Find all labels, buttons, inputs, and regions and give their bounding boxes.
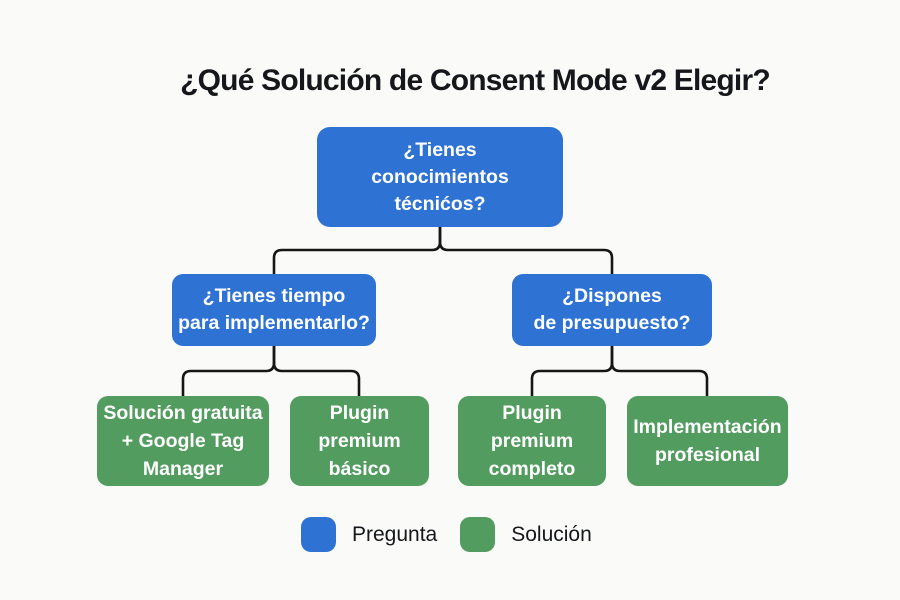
node-solution-professional: Implementación profesional [627,396,788,486]
node-label: ¿Tienes tiempo para implementarlo? [178,285,370,334]
legend-question-swatch [301,517,336,552]
node-question-time: ¿Tienes tiempo para implementarlo? [172,274,376,346]
node-label: ¿Tienes conocimientos técnićos? [371,138,509,215]
node-solution-plugin-basic: Plugin premium básico [290,396,429,486]
node-label: ¿Dispones de presupuesto? [533,285,691,334]
edge-root-left [272,225,442,276]
diagram-title: ¿Qué Solución de Consent Mode v2 Elegir? [180,64,771,97]
node-question-root: ¿Tienes conocimientos técnićos? [317,127,563,227]
edge-right-leaf3 [530,344,614,398]
edge-right-leaf4 [610,344,709,398]
legend-solution-label: Solución [511,522,592,546]
edge-root-right [438,225,614,276]
node-label: Solución gratuita + Google Tag Manager [103,402,263,480]
node-question-budget: ¿Dispones de presupuesto? [512,274,712,346]
node-label: Implementación profesional [633,416,782,466]
legend-question-label: Pregunta [352,522,438,546]
node-solution-free-gtm: Solución gratuita + Google Tag Manager [97,396,269,486]
legend: Pregunta Solución [301,517,592,552]
edge-left-leaf1 [181,344,276,398]
edge-left-leaf2 [272,344,361,398]
node-label: Plugin premium completo [488,402,576,480]
node-label: Plugin premium básico [318,402,401,480]
legend-solution-swatch [460,517,496,552]
node-solution-plugin-full: Plugin premium completo [458,396,606,486]
